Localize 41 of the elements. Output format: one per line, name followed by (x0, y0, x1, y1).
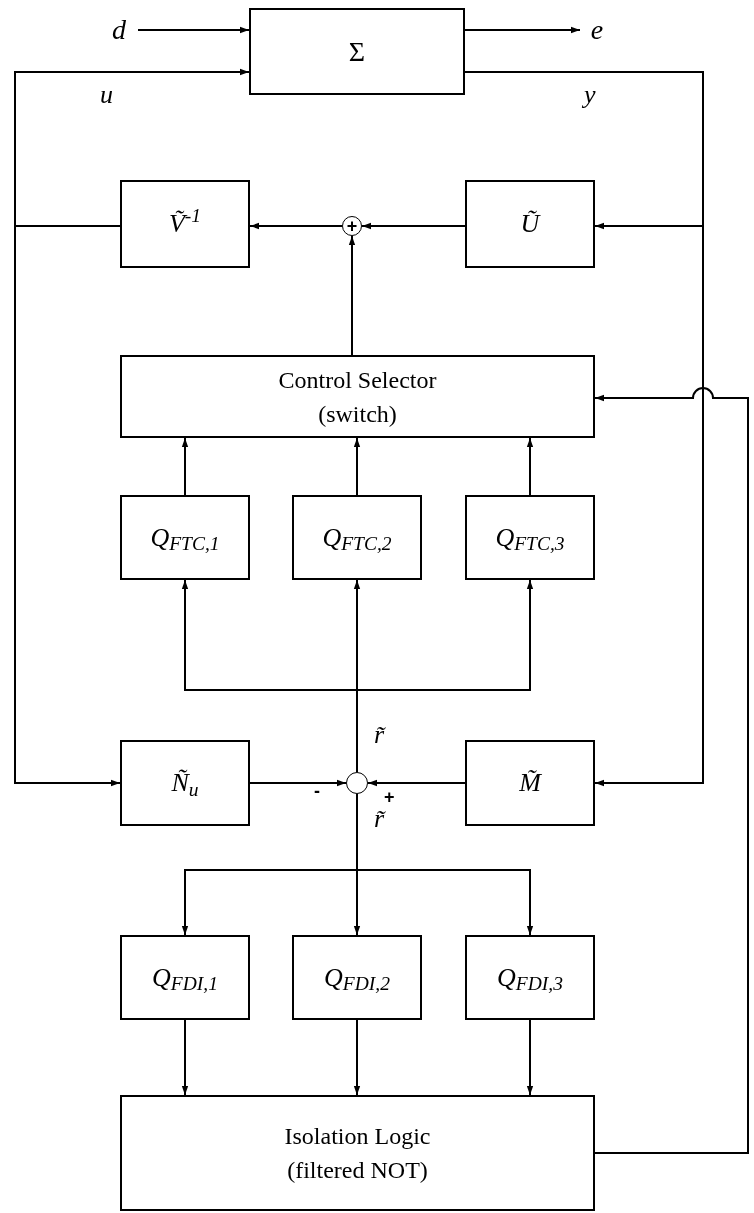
arrow (14, 225, 121, 787)
signal-label: y (584, 82, 596, 108)
arrow (249, 779, 347, 787)
signal-label: r̃ (374, 806, 385, 832)
arrow (14, 68, 250, 227)
summing-junction: + (342, 216, 362, 236)
block-box: Σ (249, 8, 465, 95)
signal-label: - (314, 782, 320, 800)
block-box: Isolation Logic (filtered NOT) (120, 1095, 595, 1211)
arrow (181, 1019, 189, 1096)
arrow (348, 235, 356, 356)
arrow (356, 579, 534, 773)
signal-label: e (580, 12, 614, 48)
signal-label: r̃ (374, 722, 385, 748)
block-box: Control Selector (switch) (120, 355, 595, 438)
arrow (249, 222, 343, 230)
block-box: Q$_{FTC,1}$ (120, 495, 250, 580)
arrow (353, 1019, 361, 1096)
block-box: Q$_{FDI,2}$ (292, 935, 422, 1020)
arrow (526, 1019, 534, 1096)
arrow (353, 437, 361, 496)
signal-label: + (384, 788, 395, 806)
arrow (594, 387, 749, 1154)
signal-label: d (100, 12, 138, 48)
block-box: Ṽ$^{-1}$ (120, 180, 250, 268)
arrow (367, 779, 466, 787)
block-box: Q$_{FTC,2}$ (292, 495, 422, 580)
arrow (137, 26, 250, 34)
arrow (464, 26, 581, 34)
block-box: Ñ$_{u}$ (120, 740, 250, 826)
block-box: Q$_{FDI,1}$ (120, 935, 250, 1020)
block-box: Ũ (465, 180, 595, 268)
arrow (526, 437, 534, 496)
arrow (356, 793, 534, 936)
block-box: Q$_{FDI,3}$ (465, 935, 595, 1020)
signal-label: u (100, 82, 113, 108)
summing-junction (346, 772, 368, 794)
arrow (361, 222, 466, 230)
arrow (181, 437, 189, 496)
block-box: M̃ (465, 740, 595, 826)
block-box: Q$_{FTC,3}$ (465, 495, 595, 580)
